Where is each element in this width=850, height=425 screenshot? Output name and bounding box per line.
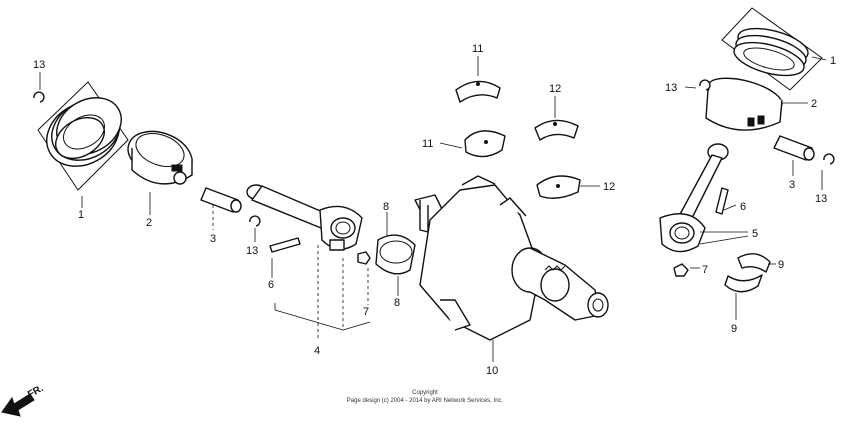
connecting-rod-right	[659, 143, 729, 253]
callout-12-mid: 12	[603, 181, 615, 193]
callout-3-left: 3	[210, 233, 216, 245]
leader-lines	[39, 56, 827, 362]
callout-8-top: 8	[383, 201, 389, 213]
front-arrow-label: FR.	[26, 383, 46, 401]
bearing-shell-12-mid	[536, 175, 581, 199]
con-rod-bolt-left	[269, 237, 301, 253]
callout-12-top: 12	[549, 83, 561, 95]
clip-left-mid	[249, 215, 261, 227]
callout-7-left: 7	[363, 306, 369, 318]
callout-13-right-top: 13	[665, 82, 677, 94]
callout-5: 5	[752, 228, 758, 240]
con-rod-bolt-right	[715, 187, 729, 215]
callout-9-top: 9	[778, 259, 784, 271]
copyright-line-2: Page design (c) 2004 - 2014 by ARI Netwo…	[347, 398, 504, 404]
callout-3-right: 3	[789, 179, 795, 191]
callout-9-bottom: 9	[731, 323, 737, 335]
bearing-shell-left	[375, 234, 416, 275]
callout-13-right: 13	[815, 193, 827, 205]
con-rod-nut-left	[357, 251, 371, 265]
callout-7-right: 7	[702, 264, 708, 276]
copyright-footer: Copyright Page design (c) 2004 - 2014 by…	[347, 390, 504, 404]
piston-right	[705, 77, 783, 131]
callout-6-right: 6	[740, 201, 746, 213]
clip-right-top	[699, 79, 711, 91]
piston-left	[127, 130, 193, 185]
callout-2-left: 2	[146, 217, 152, 229]
bearing-shell-12-top	[534, 119, 579, 141]
piston-pin-left	[200, 187, 242, 213]
callout-1-left: 1	[78, 209, 84, 221]
crankshaft	[414, 175, 609, 341]
bearing-shell-9-bottom	[724, 274, 763, 293]
callout-11-mid: 11	[422, 138, 433, 150]
piston-ring-set-right	[721, 7, 823, 91]
callouts: 13 1 2 3 13 6 7 4 8 8 10 11 11 12 12 1 1…	[33, 43, 836, 377]
connecting-rod-left	[246, 184, 363, 251]
copyright-line-1: Copyright	[412, 390, 438, 396]
callout-2-right: 2	[811, 98, 817, 110]
callout-4: 4	[314, 345, 320, 357]
piston-ring-set-left	[37, 81, 129, 191]
front-direction-arrow: FR.	[1, 383, 46, 417]
con-rod-nut-right	[673, 263, 689, 277]
callout-13-mid: 13	[246, 245, 258, 257]
piston-pin-right	[773, 135, 815, 161]
callout-11-top: 11	[472, 43, 483, 55]
callout-1-right: 1	[830, 55, 836, 67]
callout-10: 10	[486, 365, 498, 377]
callout-8-bottom: 8	[394, 297, 400, 309]
callout-13-left: 13	[33, 59, 45, 71]
clip-right	[823, 153, 835, 165]
bearing-shell-11-top	[455, 80, 501, 103]
bearing-shell-11-mid	[464, 130, 506, 158]
callout-6-left: 6	[268, 279, 274, 291]
bearing-shell-9-top	[737, 253, 771, 273]
clip-left-top	[33, 91, 45, 103]
